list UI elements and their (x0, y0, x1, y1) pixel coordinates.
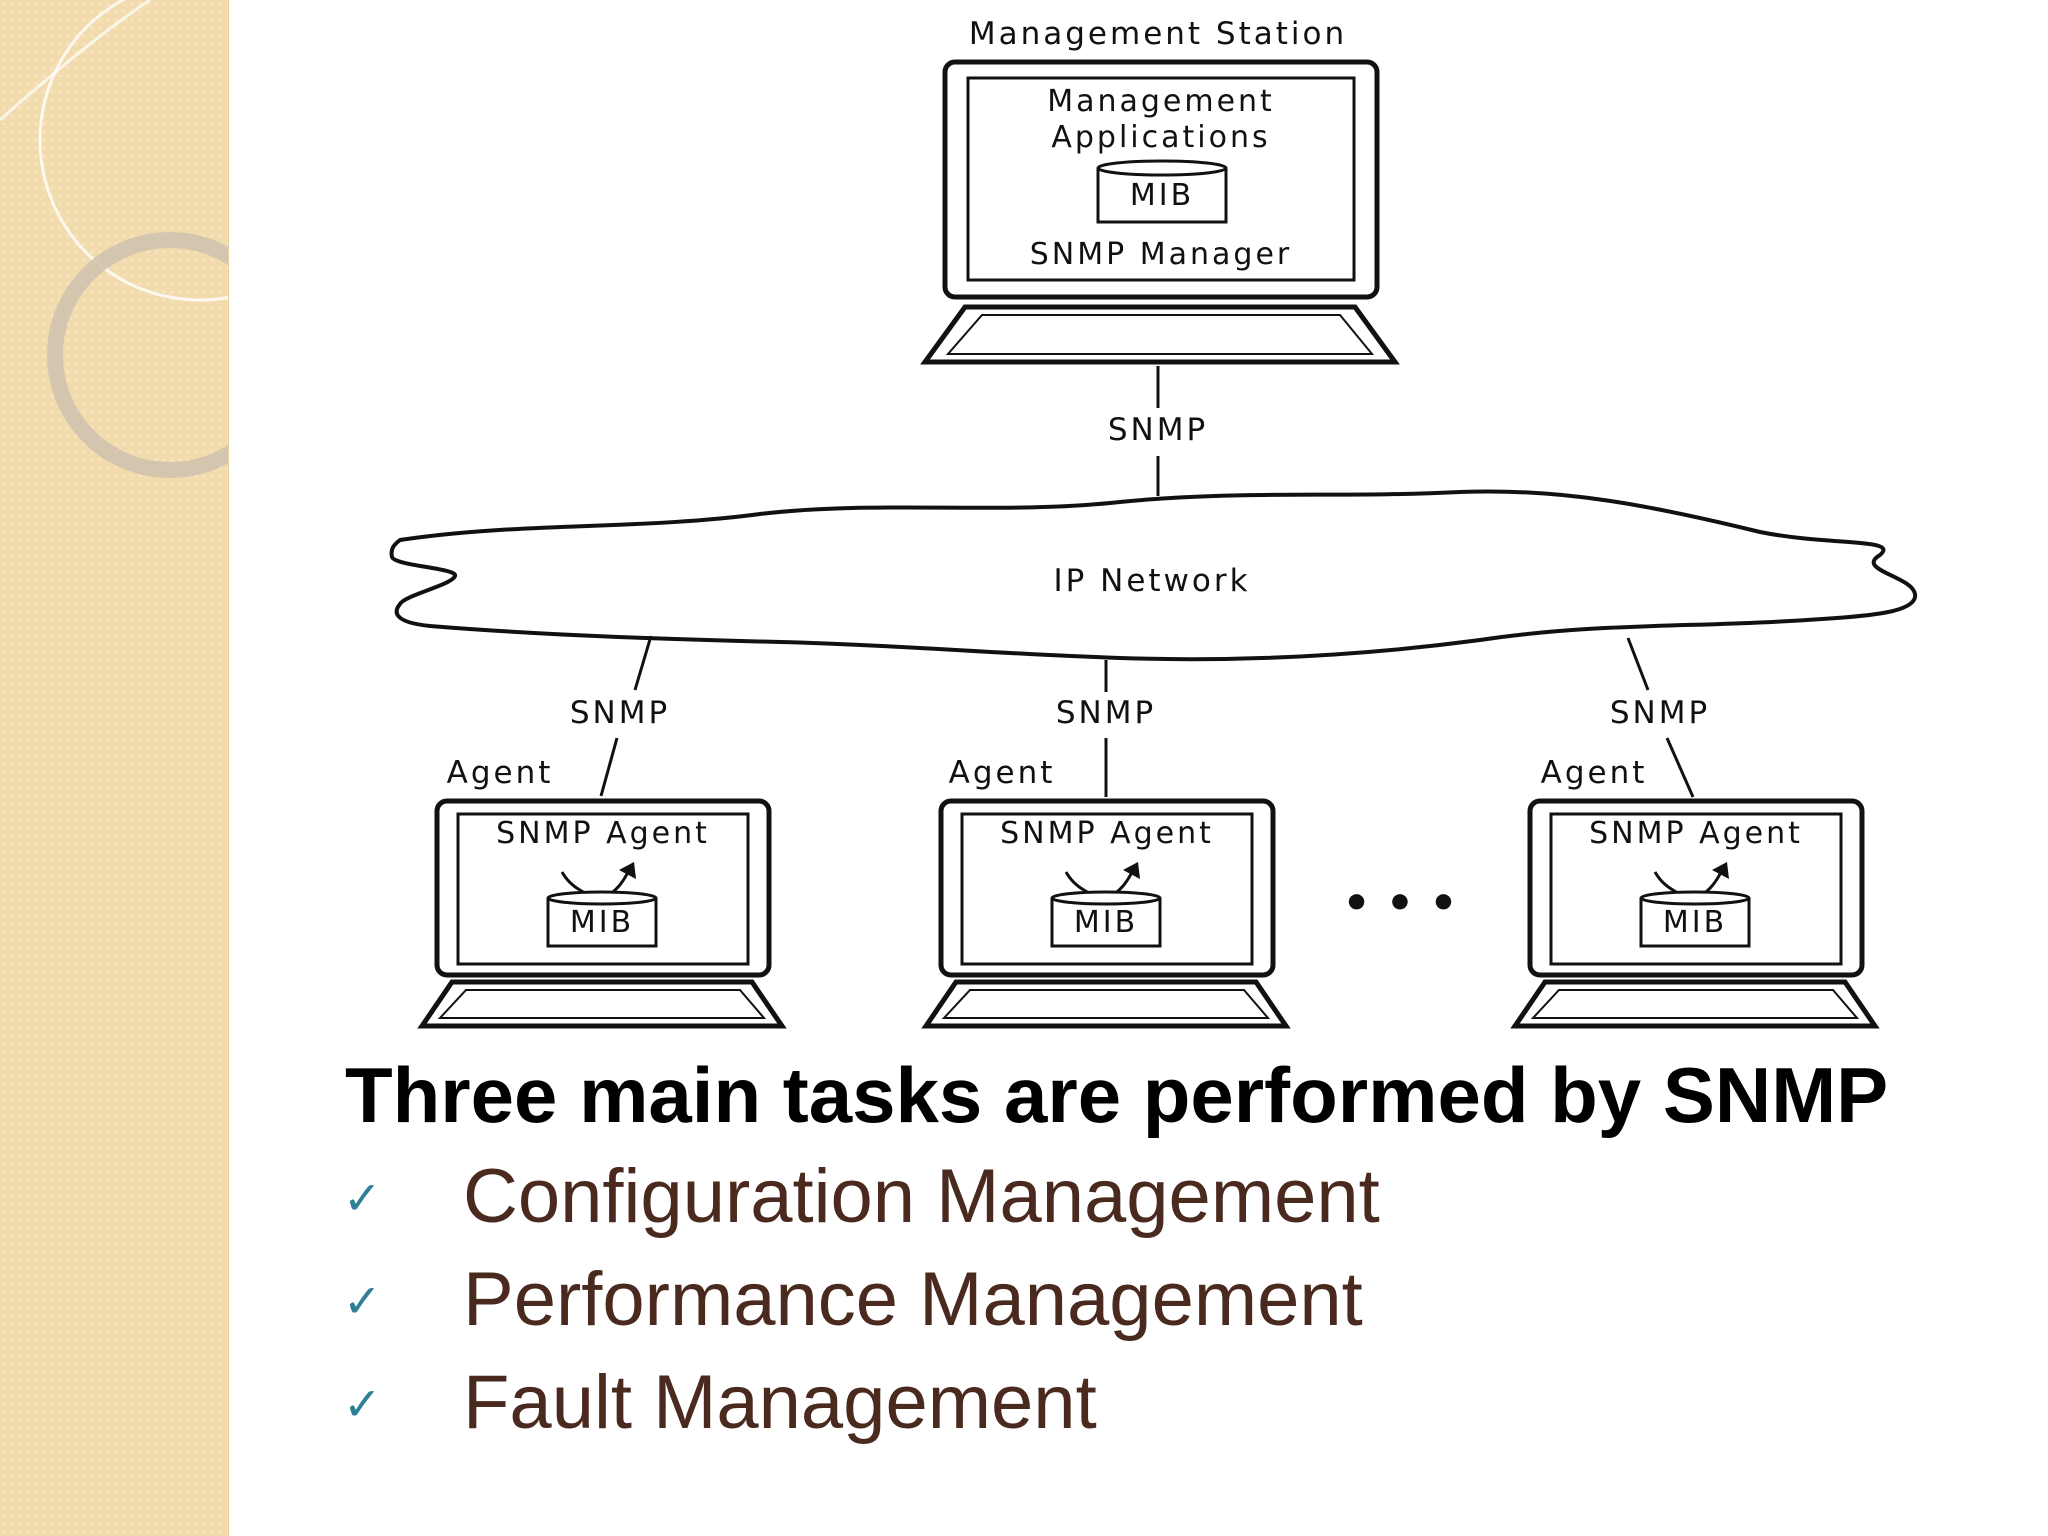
task-label: Performance Management (463, 1257, 1363, 1342)
agent-box-label: SNMP Agent (496, 816, 710, 851)
agent-mib-cylinder (1639, 898, 1751, 948)
ip-network-cloud (389, 489, 1918, 662)
station-manager-label: SNMP Manager (1030, 237, 1293, 272)
list-item: ✓ Performance Management (343, 1248, 2025, 1351)
decorative-sidebar (0, 0, 229, 1536)
agent-link-label: SNMP (570, 695, 670, 731)
agent-link-label: SNMP (1610, 695, 1710, 731)
station-apps-line2: Applications (1051, 120, 1270, 155)
station-title: Management Station (969, 16, 1347, 52)
agent-label: Agent (1541, 755, 1648, 791)
slide-heading: Three main tasks are performed by SNMP (345, 1051, 1889, 1139)
task-label: Configuration Management (463, 1154, 1380, 1239)
agent-monitor (1527, 798, 1865, 978)
agent-keyboard-base (921, 979, 1291, 1029)
more-agents-ellipsis: • • • (1342, 878, 1457, 929)
agent-box-label: SNMP Agent (1000, 816, 1214, 851)
station-mib-label: MIB (1130, 178, 1194, 213)
checkmark-icon: ✓ (343, 1171, 382, 1225)
agent-monitor (938, 798, 1276, 978)
agent-mib-cylinder (546, 898, 658, 948)
agent-keyboard-base (1510, 979, 1880, 1029)
station-keyboard-base (920, 304, 1400, 365)
agent-label: Agent (949, 755, 1056, 791)
agent-node-2: SNMP Agent SNMP Agent MIB (921, 660, 1291, 1029)
agent-arrow-out (619, 862, 636, 879)
agent-node-1: SNMP Agent SNMP Agent MIB (417, 635, 787, 1029)
agent-screen (1549, 812, 1843, 966)
decorative-rings (0, 0, 228, 478)
agent-node-3: SNMP Agent SNMP Agent MIB (1510, 637, 1880, 1029)
agent-monitor (434, 798, 772, 978)
task-list: ✓ Configuration Management ✓ Performance… (343, 1145, 2025, 1454)
agent-box-label: SNMP Agent (1589, 816, 1803, 851)
ip-network-label: IP Network (1053, 563, 1250, 599)
management-station: Management Station Management Applicatio… (920, 16, 1400, 365)
list-item: ✓ Fault Management (343, 1351, 2025, 1454)
agent-arrow-out (1123, 862, 1140, 879)
agent-arrow-out (1712, 862, 1729, 879)
agent-mib-label: MIB (570, 905, 634, 940)
checkmark-icon: ✓ (343, 1274, 382, 1328)
station-apps-line1: Management (1047, 84, 1275, 119)
station-mib-cylinder (1096, 168, 1228, 224)
list-item: ✓ Configuration Management (343, 1145, 2025, 1248)
snmp-architecture-diagram: Management Station Management Applicatio… (389, 16, 1918, 1029)
slide-body: Three main tasks are performed by SNMP ✓… (343, 1045, 2025, 1454)
station-link-label: SNMP (1108, 412, 1208, 448)
checkmark-icon: ✓ (343, 1377, 382, 1431)
station-screen (966, 76, 1356, 282)
agent-mib-label: MIB (1663, 905, 1727, 940)
agent-link-label: SNMP (1056, 695, 1156, 731)
agent-mib-label: MIB (1074, 905, 1138, 940)
agent-mib-cylinder (1050, 898, 1162, 948)
agent-keyboard-base (417, 979, 787, 1029)
agent-label: Agent (447, 755, 554, 791)
agent-screen (960, 812, 1254, 966)
agent-screen (456, 812, 750, 966)
task-label: Fault Management (463, 1360, 1097, 1445)
